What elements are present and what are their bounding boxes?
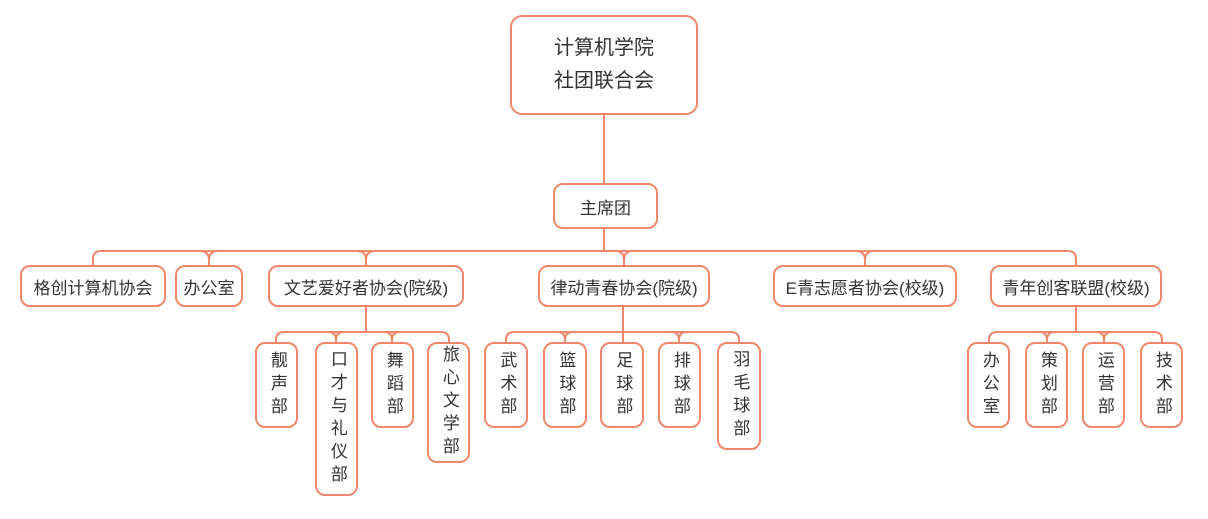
dept-label: 篮球部 <box>556 350 576 420</box>
dept-label: 靓声部 <box>267 350 287 420</box>
connector-lvdong-rail <box>505 331 740 343</box>
node-lvxin-wenxue-dept: 旅心文学部 <box>427 342 470 463</box>
branch-label: 文艺爱好者协会(院级) <box>283 278 449 298</box>
node-wenyi-association: 文艺爱好者协会(院级) <box>268 265 464 307</box>
node-jishu-dept: 技术部 <box>1140 342 1183 428</box>
root-label-line2: 社团联合会 <box>554 70 654 92</box>
node-maker-union: 青年创客联盟(校级) <box>990 265 1162 307</box>
connector-level3-drops <box>199 250 875 266</box>
branch-label: 律动青春协会(院级) <box>550 278 698 298</box>
node-wushu-dept: 武术部 <box>484 342 528 428</box>
branch-label: 办公室 <box>183 278 235 298</box>
connector-wenyi-drops <box>327 331 401 343</box>
dept-label: 运营部 <box>1094 350 1114 420</box>
dept-label: 舞蹈部 <box>383 350 403 420</box>
node-yumaoqiu-dept: 羽毛球部 <box>717 342 761 450</box>
dept-label: 技术部 <box>1152 350 1172 420</box>
node-gechuang-computer-association: 格创计算机协会 <box>20 265 166 307</box>
node-presidium: 主席团 <box>553 183 658 229</box>
connector-level3-rail <box>92 250 1077 266</box>
node-maker-office: 办公室 <box>967 342 1010 428</box>
node-lanqiu-dept: 篮球部 <box>543 342 587 428</box>
presidium-label: 主席团 <box>580 198 631 218</box>
connector-maker-rail <box>988 331 1163 343</box>
node-office: 办公室 <box>175 265 243 307</box>
dept-label: 羽毛球部 <box>730 350 750 442</box>
dept-label: 策划部 <box>1037 350 1057 420</box>
dept-label: 办公室 <box>979 350 999 420</box>
node-eqing-volunteer-association: E青志愿者协会(校级) <box>773 265 957 307</box>
dept-label: 口才与礼仪部 <box>327 350 347 488</box>
node-zuqiu-dept: 足球部 <box>600 342 644 428</box>
branch-label: 青年创客联盟(校级) <box>1002 278 1150 298</box>
connector-lvdong-drops <box>556 331 688 343</box>
node-cehua-dept: 策划部 <box>1025 342 1068 428</box>
node-wudao-dept: 舞蹈部 <box>371 342 414 428</box>
root-label-line1: 计算机学院 <box>554 37 654 59</box>
node-root-federation: 计算机学院 社团联合会 <box>510 15 698 115</box>
node-yunying-dept: 运营部 <box>1082 342 1125 428</box>
dept-label: 足球部 <box>613 350 633 420</box>
connector-maker-drops <box>1038 331 1113 343</box>
dept-label: 旅心文学部 <box>439 345 459 460</box>
node-liangsheng-dept: 靓声部 <box>255 342 298 428</box>
branch-label: 格创计算机协会 <box>33 278 153 298</box>
connector-wenyi-rail <box>275 331 450 343</box>
node-paiqiu-dept: 排球部 <box>658 342 701 428</box>
branch-label: E青志愿者协会(校级) <box>785 278 945 298</box>
node-koucai-liyi-dept: 口才与礼仪部 <box>315 342 358 496</box>
dept-label: 排球部 <box>670 350 690 420</box>
node-lvdong-association: 律动青春协会(院级) <box>538 265 710 307</box>
dept-label: 武术部 <box>497 350 517 420</box>
